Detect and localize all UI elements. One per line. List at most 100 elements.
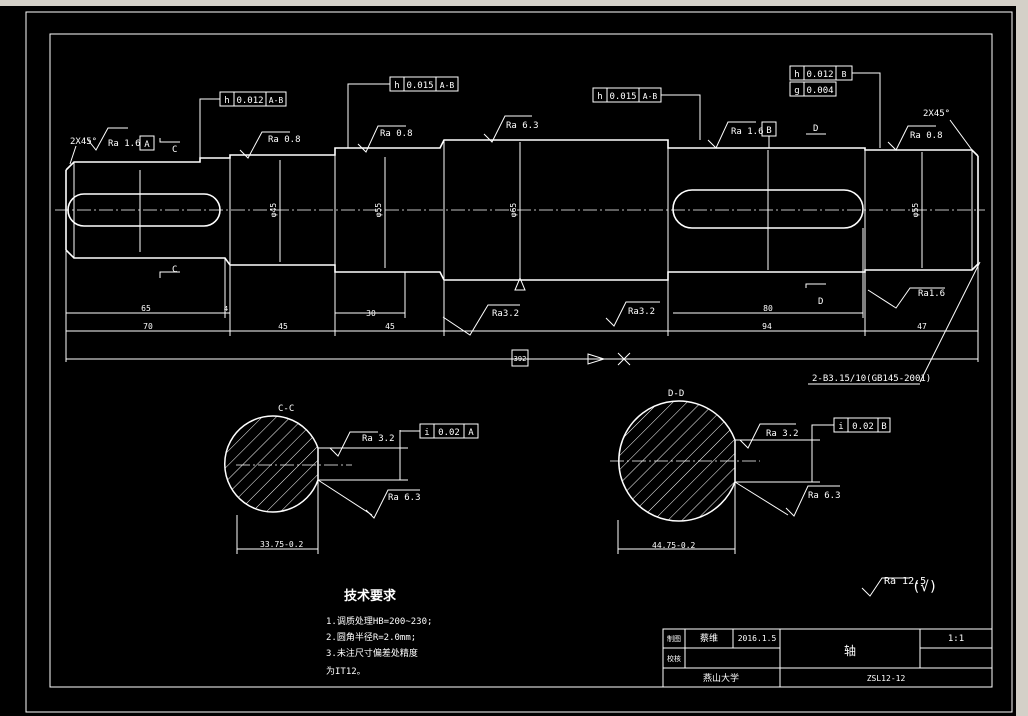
- dim-65: 65: [141, 304, 151, 313]
- section-d-title: D-D: [668, 389, 684, 399]
- lower-dimensions: 70 45 45 94 47 392: [65, 250, 979, 367]
- tolerance-frame-2: h 0.015 A-B: [347, 76, 459, 148]
- tb-school: 燕山大学: [703, 672, 739, 684]
- general-roughness: Ra 12.5 (√): [861, 576, 937, 597]
- svg-text:0.015: 0.015: [406, 81, 433, 91]
- window-scrollbar[interactable]: [1016, 0, 1028, 716]
- tech-req-4: 为IT12。: [326, 665, 366, 677]
- diameter-label-4: φ65: [509, 203, 518, 218]
- section-d-ra-bottom: Ra 6.3: [808, 491, 841, 501]
- ra-2: Ra 0.8: [268, 135, 301, 145]
- dim-47: 47: [917, 322, 927, 331]
- inner-border: [49, 33, 993, 688]
- datum-triangle: [514, 276, 526, 291]
- svg-text:B: B: [842, 70, 847, 79]
- datum-a: A: [144, 140, 150, 150]
- section-c-ra-top: Ra 3.2: [362, 434, 395, 444]
- tolerance-frame-3: h 0.015 A-B: [592, 87, 701, 140]
- section-c-width: 33.75-0.2: [260, 540, 304, 549]
- svg-text:A-B: A-B: [440, 81, 455, 90]
- tech-requirements: 技术要求 1.调质处理HB=200~230; 2.圆角半径R=2.0mm; 3.…: [326, 588, 432, 677]
- shaft-outline-top: [65, 139, 979, 171]
- center-hole-note: 2-B3.15/10(GB145-2001): [812, 374, 931, 384]
- section-d-d: D-D 44.75-0.2 Ra 3.2 Ra 6.3 i 0.02 B: [610, 389, 891, 554]
- svg-text:A: A: [468, 428, 474, 438]
- svg-text:0.015: 0.015: [609, 92, 636, 102]
- ra-8: Ra3.2: [628, 307, 655, 317]
- tb-scale: 1:1: [948, 634, 964, 644]
- tb-label-draw: 制图: [667, 634, 681, 643]
- section-d-width: 44.75-0.2: [652, 541, 696, 550]
- upper-dimensions: 65 4 30 80: [66, 228, 864, 318]
- chamfer-right: 2X45°: [923, 109, 950, 119]
- outer-border: [25, 11, 1013, 713]
- cross-mark: [617, 352, 631, 366]
- diameter-label-3: φ55: [374, 203, 383, 218]
- section-c-ra-bottom: Ra 6.3: [388, 493, 421, 503]
- tb-date: 2016.1.5: [738, 634, 777, 643]
- section-c-c: C-C 33.75-0.2 Ra 3.2 Ra 6.3 i 0.02 A: [224, 404, 479, 554]
- tolerance-frame-1: h 0.012 A-B: [199, 91, 287, 158]
- shaft-outline-bottom: [65, 249, 979, 281]
- dim-80: 80: [763, 304, 773, 313]
- ra-3: Ra 0.8: [380, 129, 413, 139]
- chamfer-left: 2X45°: [70, 137, 97, 147]
- svg-text:0.012: 0.012: [806, 70, 833, 80]
- dim-45a: 45: [278, 322, 288, 331]
- svg-text:C: C: [172, 265, 177, 275]
- ra-6: Ra 0.8: [910, 131, 943, 141]
- tech-req-1: 1.调质处理HB=200~230;: [326, 615, 432, 627]
- dim-70: 70: [143, 322, 153, 331]
- svg-text:D: D: [813, 124, 818, 134]
- tb-label-check: 校核: [667, 654, 681, 663]
- section-d-ra-top: Ra 3.2: [766, 429, 799, 439]
- dim-30: 30: [366, 309, 376, 318]
- svg-text:C: C: [172, 145, 177, 155]
- tech-req-3: 3.未注尺寸偏差处精度: [326, 647, 418, 659]
- window-title-bar: [0, 0, 1028, 6]
- ra-9: Ra1.6: [918, 289, 945, 299]
- ra-5: Ra 1.6: [731, 127, 764, 137]
- svg-text:h: h: [597, 92, 602, 102]
- svg-text:0.012: 0.012: [236, 96, 263, 106]
- svg-text:0.02: 0.02: [852, 422, 874, 432]
- tb-drawing-no: ZSL12-12: [867, 674, 906, 683]
- datum-arrow: [587, 353, 606, 365]
- dim-45b: 45: [385, 322, 395, 331]
- ra-1: Ra 1.6: [108, 139, 141, 149]
- dim-94: 94: [762, 322, 772, 331]
- tb-part-name: 轴: [844, 643, 856, 658]
- tech-req-2: 2.圆角半径R=2.0mm;: [326, 631, 416, 643]
- datum-b: B: [766, 126, 771, 136]
- tech-req-title: 技术要求: [344, 588, 397, 604]
- section-markers: C C D D: [159, 124, 826, 307]
- tolerance-frame-4: h 0.012 B g 0.004: [789, 65, 881, 148]
- svg-text:Ra 12.5: Ra 12.5: [884, 576, 926, 587]
- svg-text:A-B: A-B: [269, 96, 284, 105]
- svg-text:h: h: [394, 81, 399, 91]
- svg-text:B: B: [881, 422, 886, 432]
- shaft-main-view: φ45 φ55 φ65 φ55: [55, 139, 985, 291]
- dim-total: 392: [514, 355, 527, 363]
- dim-4: 4: [224, 305, 228, 313]
- ra-4: Ra 6.3: [506, 121, 539, 131]
- keyway-left: [67, 193, 221, 227]
- svg-text:0.004: 0.004: [806, 86, 833, 96]
- svg-text:(√): (√): [912, 579, 937, 595]
- svg-text:i: i: [424, 428, 429, 438]
- svg-text:g: g: [794, 86, 799, 96]
- tb-designer: 蔡维: [700, 632, 718, 644]
- svg-text:0.02: 0.02: [438, 428, 460, 438]
- svg-text:A-B: A-B: [643, 92, 658, 101]
- svg-text:i: i: [838, 422, 843, 432]
- svg-text:h: h: [794, 70, 799, 80]
- svg-text:h: h: [224, 96, 229, 106]
- section-c-title: C-C: [278, 404, 294, 414]
- roughness-symbols: Ra 1.6 A Ra 0.8 Ra 0.8 Ra 6.3 Ra 1.6 B R…: [87, 115, 945, 336]
- ra-7: Ra3.2: [492, 309, 519, 319]
- title-block: 制图 蔡维 2016.1.5 轴 1:1 校核 燕山大学 ZSL12-12: [662, 628, 993, 688]
- diameter-label-2: φ45: [269, 203, 278, 218]
- diameter-label-6: φ55: [911, 203, 920, 218]
- svg-text:D: D: [818, 297, 823, 307]
